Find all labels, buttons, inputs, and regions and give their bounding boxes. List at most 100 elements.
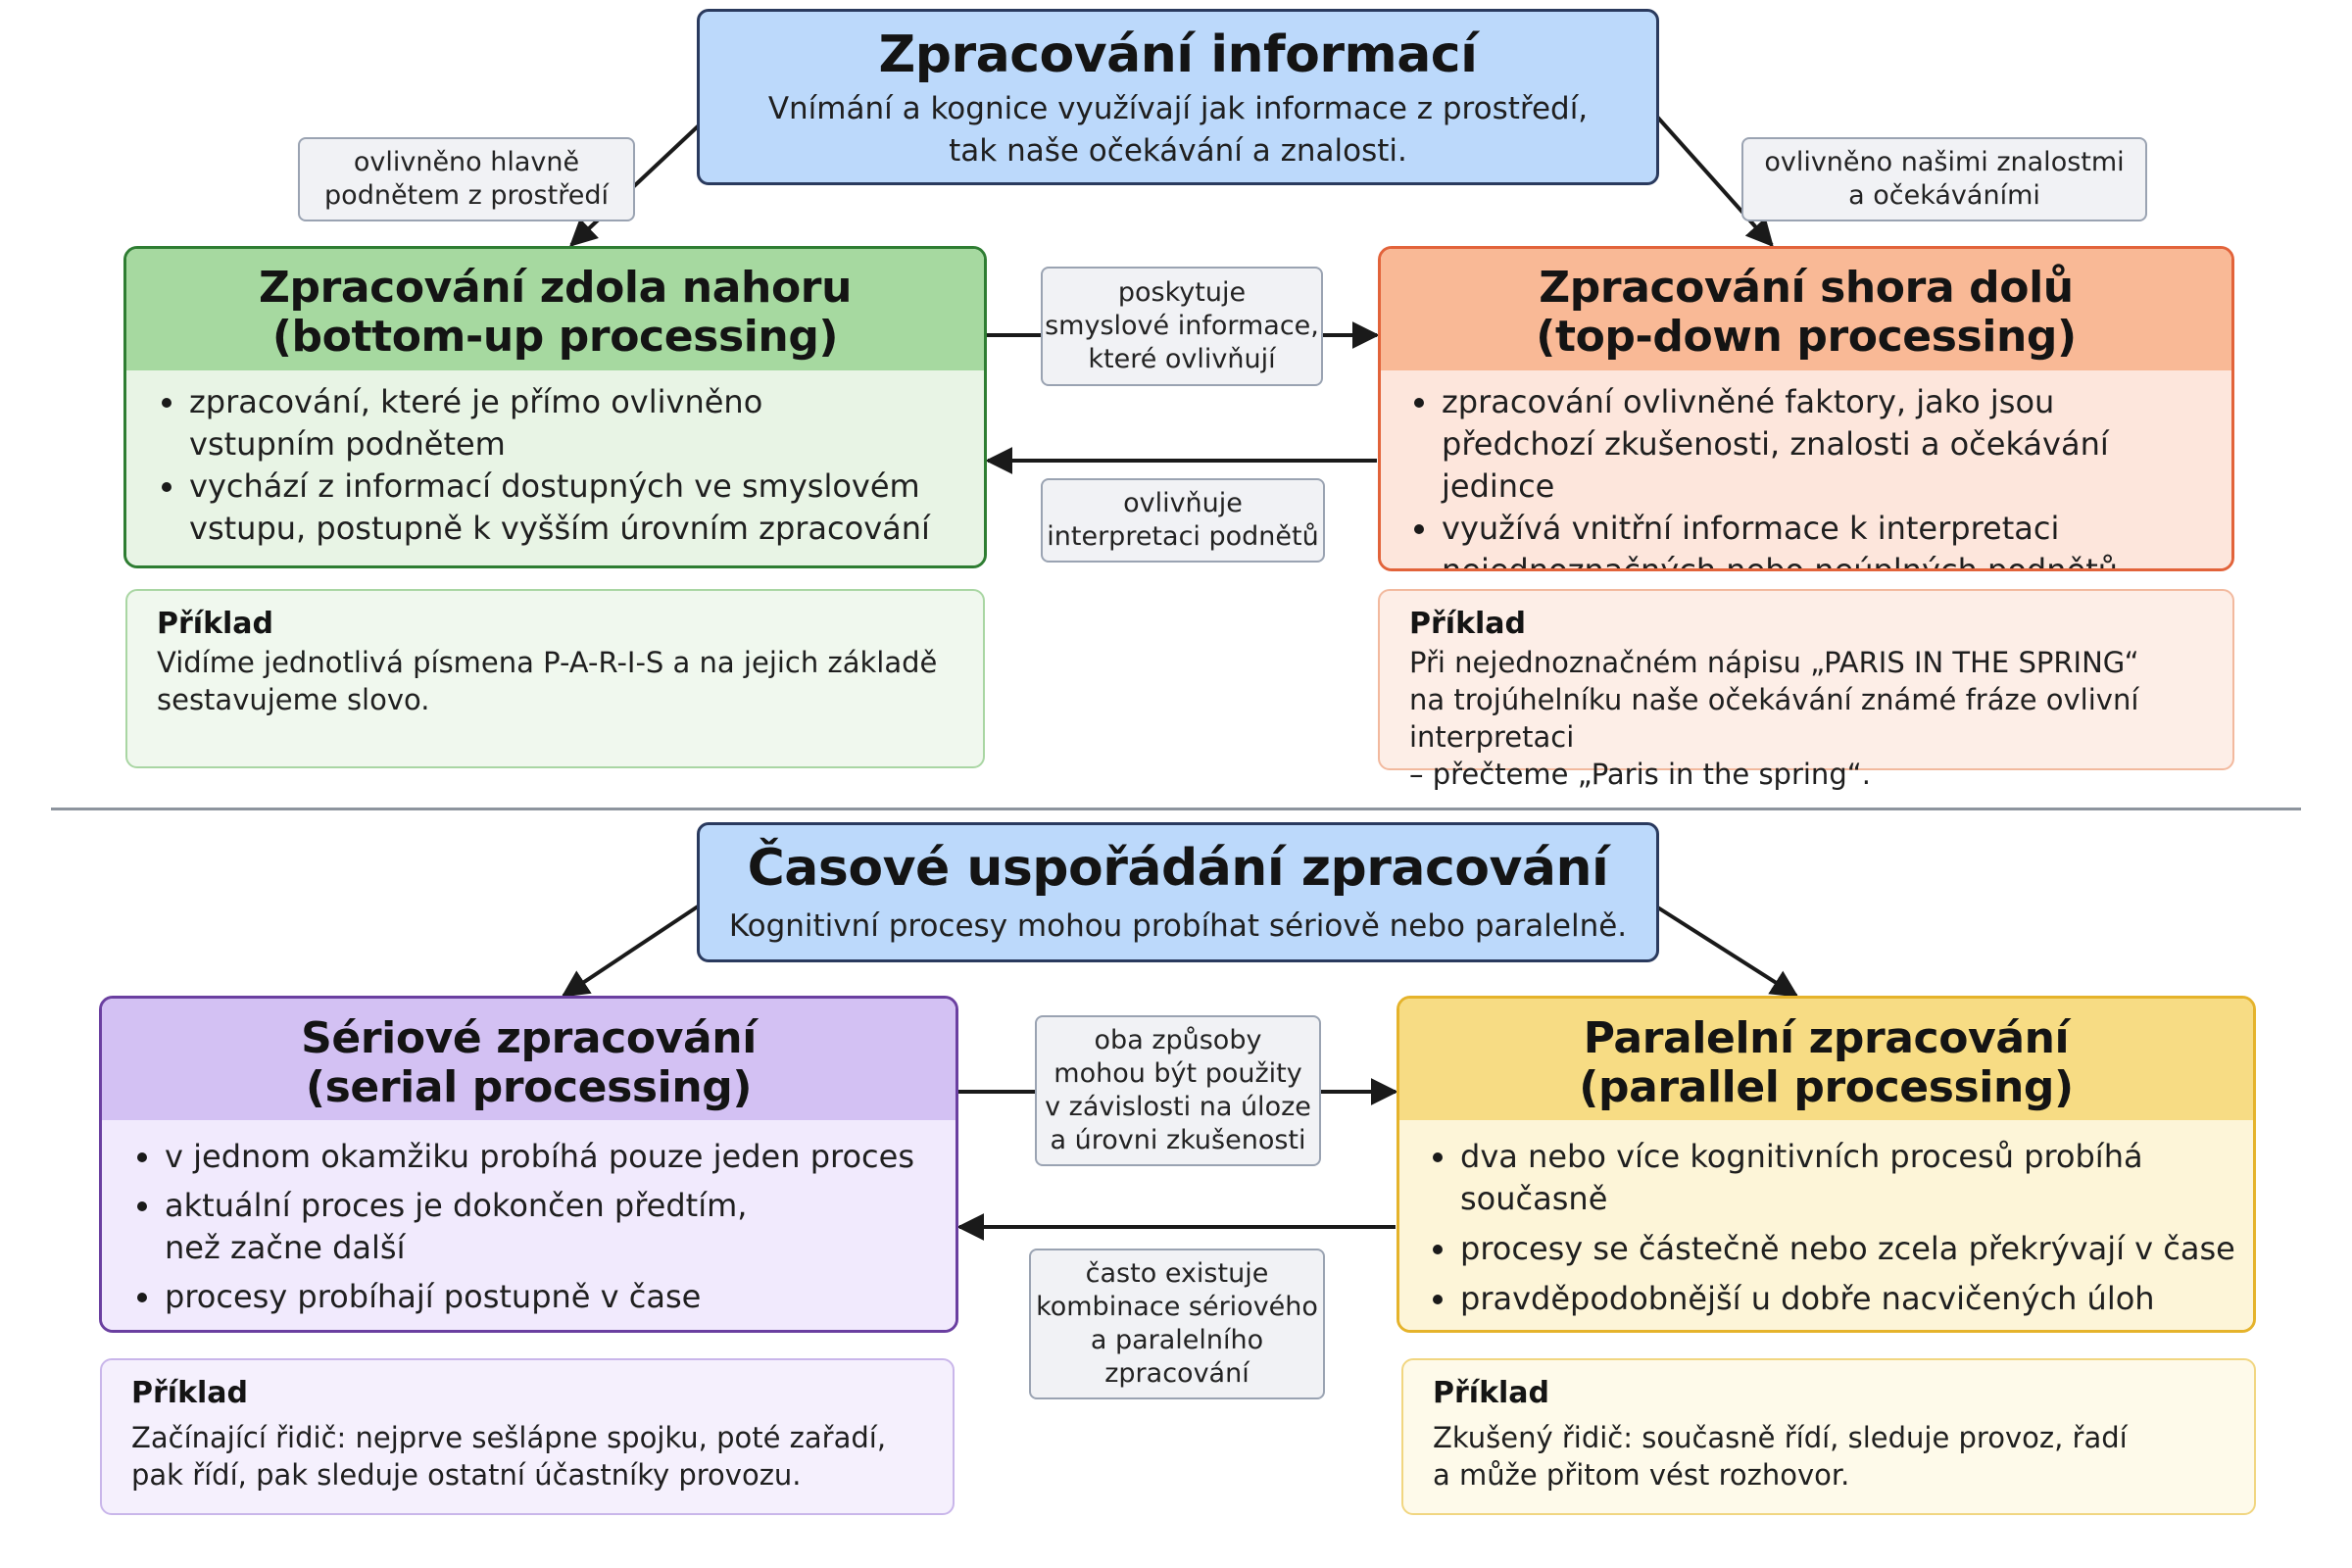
title-line: (top-down processing): [1536, 312, 2077, 362]
edge-label-bottom-up-to-top-down: poskytuje smyslové informace, které ovli…: [1041, 267, 1323, 386]
header-title: Časové uspořádání zpracování: [747, 839, 1609, 898]
example-label: Příklad: [157, 607, 274, 641]
example-line: pak řídí, pak sleduje ostatní účastníky …: [131, 1458, 802, 1492]
arrow-header-to-top-down: [1654, 114, 1774, 248]
parallel-title: Paralelní zpracování (parallel processin…: [1399, 999, 2253, 1120]
serial-processing-box: Sériové zpracování (serial processing) v…: [99, 996, 958, 1333]
example-label: Příklad: [131, 1376, 249, 1410]
bullet-item: dva nebo více kognitivních procesů probí…: [1427, 1136, 2243, 1220]
example-line: Při nejednoznačném nápisu „PARIS IN THE …: [1409, 646, 2139, 679]
example-text: Zkušený řidič: současně řídí, sleduje pr…: [1433, 1419, 2254, 1494]
edge-label-line: podnětem z prostředí: [324, 180, 609, 211]
example-line: Vidíme jednotlivá písmena P-A-R-I-S a na…: [157, 646, 938, 679]
example-text: Při nejednoznačném nápisu „PARIS IN THE …: [1409, 644, 2232, 793]
title-line: (parallel processing): [1579, 1062, 2074, 1112]
bullet-item: v jednom okamžiku probíhá pouze jeden pr…: [131, 1136, 946, 1178]
example-line: sestavujeme slovo.: [157, 683, 430, 716]
arrow-header-to-serial: [561, 905, 700, 998]
top-down-processing-box: Zpracování shora dolů (top-down processi…: [1378, 246, 2234, 571]
bottom-up-title: Zpracování zdola nahoru (bottom-up proce…: [126, 249, 984, 370]
example-text: Začínající řidič: nejprve sešlápne spojk…: [131, 1419, 953, 1494]
top-down-example-box: Příklad Při nejednoznačném nápisu „PARIS…: [1378, 589, 2234, 791]
arrow-header-to-bottom-up: [568, 123, 701, 247]
example-line: Začínající řidič: nejprve sešlápne spojk…: [131, 1421, 887, 1454]
bullet-item: aktuální proces je dokončen předtím, než…: [131, 1185, 946, 1269]
bullet-line: než začne další: [165, 1229, 406, 1266]
edge-label-line: kombinace sériového: [1036, 1292, 1318, 1322]
header-subtitle-line: tak naše očekávání a znalosti.: [949, 133, 1407, 169]
bullet-line: procesy se částečně nebo zcela překrývaj…: [1460, 1230, 2235, 1267]
bullet-line: vychází z informací dostupných ve smyslo…: [189, 467, 920, 505]
edge-label-line: oba způsoby: [1094, 1025, 1262, 1055]
bullet-line: v jednom okamžiku probíhá pouze jeden pr…: [165, 1138, 914, 1175]
edge-label-parallel-to-serial: často existuje kombinace sériového a par…: [1029, 1249, 1325, 1399]
edge-label-serial-to-parallel: oba způsoby mohou být použity v závislos…: [1035, 1015, 1321, 1166]
title-line: Zpracování zdola nahoru: [258, 263, 853, 313]
example-line: – přečteme „Paris in the spring“.: [1409, 758, 1871, 791]
bottom-up-example-box: Příklad Vidíme jednotlivá písmena P-A-R-…: [125, 589, 985, 768]
serial-title: Sériové zpracování (serial processing): [102, 999, 956, 1120]
edge-label-line: které ovlivňují: [1088, 344, 1276, 374]
serial-example-box: Příklad Začínající řidič: nejprve sešláp…: [100, 1358, 955, 1515]
edge-label-to-top-down: ovlivněno našimi znalostmi a očekáváními: [1741, 137, 2147, 221]
header-subtitle-line: Vnímání a kognice využívají jak informac…: [767, 91, 1589, 126]
bullet-item: procesy se částečně nebo zcela překrývaj…: [1427, 1228, 2243, 1270]
title-line: (serial processing): [305, 1062, 753, 1112]
top-down-title: Zpracování shora dolů (top-down processi…: [1381, 249, 2231, 370]
bullet-line: vstupu, postupně k vyšším úrovním zpraco…: [189, 510, 930, 547]
edge-label-line: smyslové informace,: [1045, 311, 1319, 341]
parallel-example-box: Příklad Zkušený řidič: současně řídí, sl…: [1401, 1358, 2256, 1515]
example-line: Zkušený řidič: současně řídí, sleduje pr…: [1433, 1421, 2128, 1454]
title-line: Zpracování shora dolů: [1539, 263, 2074, 313]
bottom-up-processing-box: Zpracování zdola nahoru (bottom-up proce…: [123, 246, 987, 568]
bullet-line: pravděpodobnější u dobře nacvičených úlo…: [1460, 1280, 2155, 1317]
bullet-item: zpracování, které je přímo ovlivněno vst…: [156, 381, 964, 466]
edge-label-line: ovlivňuje: [1123, 488, 1243, 518]
edge-label-line: interpretaci podnětů: [1047, 521, 1319, 552]
header-information-processing: Zpracování informací Vnímání a kognice v…: [697, 9, 1659, 185]
title-line: Paralelní zpracování: [1583, 1013, 2070, 1063]
bullet-line: procesy probíhají postupně v čase: [165, 1278, 702, 1315]
edge-label-line: a paralelního: [1090, 1325, 1264, 1355]
edge-label-line: často existuje: [1085, 1258, 1269, 1289]
arrow-header-to-parallel: [1654, 905, 1799, 998]
bullet-item: využívá vnitřní informace k interpretaci…: [1408, 508, 2222, 571]
edge-label-line: a úrovni zkušenosti: [1050, 1125, 1306, 1155]
parallel-body: dva nebo více kognitivních procesů probí…: [1399, 1120, 2253, 1330]
header-subtitle: Kognitivní procesy mohou probíhat sériov…: [700, 906, 1656, 948]
edge-label-line: a očekáváními: [1848, 180, 2040, 211]
bullet-item: vychází z informací dostupných ve smyslo…: [156, 466, 964, 550]
bullet-line: vstupním podnětem: [189, 425, 506, 463]
edge-label-line: poskytuje: [1117, 277, 1247, 308]
edge-label-line: zpracování: [1104, 1358, 1250, 1389]
bullet-line: předchozí zkušenosti, znalosti a očekává…: [1442, 425, 2109, 505]
serial-body: v jednom okamžiku probíhá pouze jeden pr…: [102, 1120, 956, 1330]
edge-label-line: ovlivněno hlavně: [353, 147, 580, 177]
example-text: Vidíme jednotlivá písmena P-A-R-I-S a na…: [157, 644, 983, 718]
bullet-line: využívá vnitřní informace k interpretaci: [1442, 510, 2060, 547]
header-subtitle: Vnímání a kognice využívají jak informac…: [700, 88, 1656, 172]
edge-label-to-bottom-up: ovlivněno hlavně podnětem z prostředí: [298, 137, 635, 221]
example-line: a může přitom vést rozhovor.: [1433, 1458, 1850, 1492]
top-down-body: zpracování ovlivněné faktory, jako jsou …: [1381, 370, 2231, 571]
header-temporal-processing: Časové uspořádání zpracování Kognitivní …: [697, 822, 1659, 962]
bullet-line: dva nebo více kognitivních procesů probí…: [1460, 1138, 2143, 1217]
bullet-line: nejednoznačných nebo neúplných podnětů: [1442, 552, 2119, 571]
edge-label-line: v závislosti na úloze: [1045, 1092, 1311, 1122]
section-divider: [51, 808, 2301, 810]
parallel-processing-box: Paralelní zpracování (parallel processin…: [1396, 996, 2256, 1333]
bottom-up-body: zpracování, které je přímo ovlivněno vst…: [126, 370, 984, 565]
title-line: Sériové zpracování: [301, 1013, 757, 1063]
title-line: (bottom-up processing): [271, 312, 839, 362]
bullet-item: zpracování ovlivněné faktory, jako jsou …: [1408, 381, 2222, 508]
bullet-item: procesy probíhají postupně v čase: [131, 1276, 946, 1318]
example-line: na trojúhelníku naše očekávání známé frá…: [1409, 683, 2139, 754]
edge-label-line: mohou být použity: [1054, 1058, 1302, 1089]
bullet-item: pravděpodobnější u dobře nacvičených úlo…: [1427, 1278, 2243, 1320]
edge-label-top-down-to-bottom-up: ovlivňuje interpretaci podnětů: [1041, 478, 1325, 563]
bullet-line: zpracování, které je přímo ovlivněno: [189, 383, 763, 420]
header-subtitle-line: Kognitivní procesy mohou probíhat sériov…: [728, 908, 1628, 944]
bullet-line: zpracování ovlivněné faktory, jako jsou: [1442, 383, 2055, 420]
bullet-line: aktuální proces je dokončen předtím,: [165, 1187, 748, 1224]
edge-label-line: ovlivněno našimi znalostmi: [1764, 147, 2125, 177]
